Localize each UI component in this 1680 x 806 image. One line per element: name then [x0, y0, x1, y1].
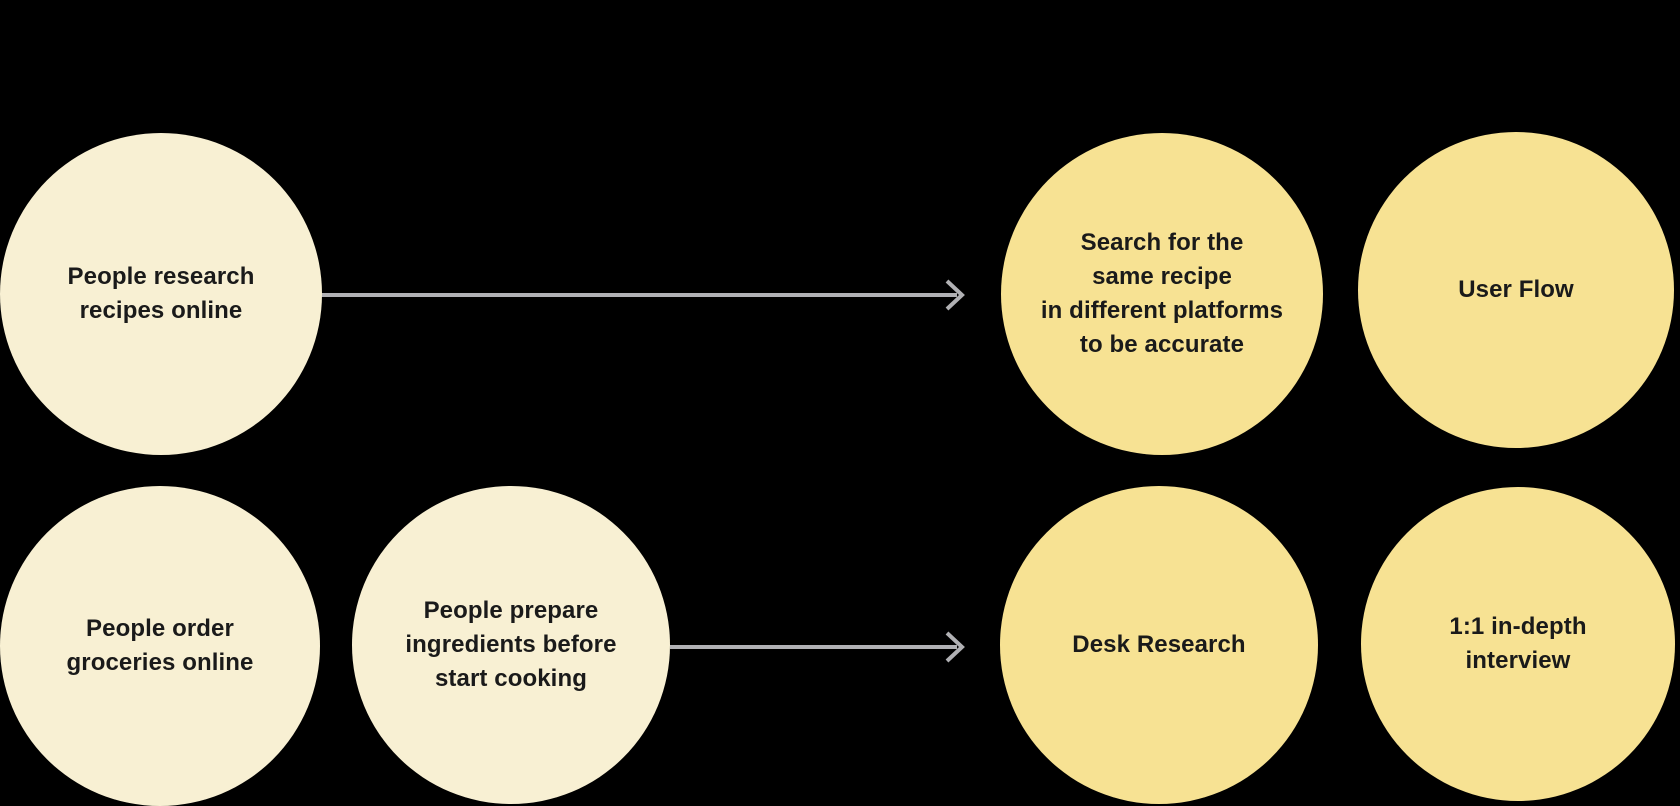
bubble-prepare-ingredients-label: People prepare ingredients before start …: [405, 594, 616, 696]
bubble-search-platforms: Search for the same recipe in different …: [1001, 133, 1323, 455]
bubble-text-line: groceries online: [66, 649, 254, 676]
bubble-text-line: start cooking: [434, 665, 587, 692]
bubble-text-line: recipes online: [79, 297, 243, 324]
bubble-text-line: interview: [1465, 647, 1571, 674]
bubble-user-flow: User Flow: [1358, 132, 1674, 448]
bubble-text-line: in different platforms: [1040, 297, 1284, 324]
bubble-text-line: to be accurate: [1079, 331, 1245, 358]
bubble-search-platforms-label: Search for the same recipe in different …: [1041, 226, 1283, 362]
bubble-interview: 1:1 in-depth interview: [1361, 487, 1675, 801]
bubble-user-flow-label: User Flow: [1458, 273, 1574, 307]
bubble-desk-research-label: Desk Research: [1072, 628, 1245, 662]
bubble-interview-label: 1:1 in-depth interview: [1449, 610, 1586, 678]
bubble-text-line: 1:1 in-depth: [1449, 613, 1587, 640]
bubble-text-line: Desk Research: [1072, 631, 1246, 658]
bubble-research-recipes-label: People research recipes online: [68, 260, 255, 328]
bubble-text-line: ingredients before: [405, 631, 617, 658]
bubble-text-line: Search for the: [1080, 229, 1244, 256]
bubble-text-line: People order: [86, 615, 234, 642]
bubble-order-groceries-label: People order groceries online: [67, 612, 254, 680]
bubble-prepare-ingredients: People prepare ingredients before start …: [352, 486, 670, 804]
bubble-research-recipes: People research recipes online: [0, 133, 322, 455]
bubble-text-line: same recipe: [1092, 263, 1232, 290]
bubble-text-line: User Flow: [1458, 276, 1574, 303]
bubble-order-groceries: People order groceries online: [0, 486, 320, 806]
bubble-text-line: People prepare: [423, 597, 599, 624]
arrow-prepare-to-desk: [670, 631, 965, 663]
bubble-desk-research: Desk Research: [1000, 486, 1318, 804]
arrow-research-to-search: [300, 279, 965, 311]
bubble-text-line: People research: [67, 263, 255, 290]
